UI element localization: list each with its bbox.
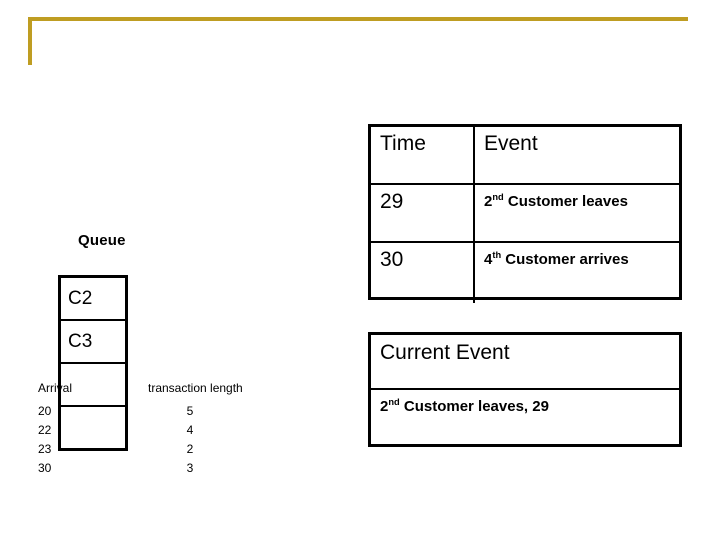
transaction-length-value: 5 <box>186 404 194 418</box>
arrival-value: 23 <box>38 442 52 456</box>
event-ordinal-suffix: th <box>492 250 502 260</box>
current-event-text: Customer leaves, 29 <box>399 398 549 415</box>
event-description-cell: 2nd Customer leaves <box>475 185 679 241</box>
table-row: 29 2nd Customer leaves <box>371 185 679 243</box>
event-table: Time Event 29 2nd Customer leaves 30 4th… <box>368 124 682 303</box>
event-ordinal-suffix: nd <box>492 192 504 202</box>
current-event-value: 2nd Customer leaves, 29 <box>371 390 679 416</box>
event-table-header-time: Time <box>371 127 475 183</box>
current-event-ordinal-suffix: nd <box>388 397 400 407</box>
queue-label: Queue <box>78 232 126 249</box>
event-time-cell: 29 <box>371 185 475 241</box>
event-table-header-event: Event <box>484 132 538 155</box>
current-event-title: Current Event <box>371 335 679 390</box>
transaction-length-column-header: transaction length <box>148 381 243 395</box>
transaction-length-value: 3 <box>186 461 194 475</box>
event-ordinal-number: 2 <box>484 193 493 210</box>
current-event-box: Current Event 2nd Customer leaves, 29 <box>368 332 682 447</box>
event-time-cell: 30 <box>371 243 475 303</box>
event-description-text: Customer arrives <box>501 251 629 268</box>
transaction-length-values-column: 5 4 2 3 <box>160 402 220 478</box>
arrival-values-column: 20 22 23 30 <box>38 402 72 478</box>
transaction-length-value: 2 <box>186 442 194 456</box>
queue-cell: C3 <box>61 321 125 364</box>
event-table-header-row: Time Event <box>371 127 679 185</box>
event-description-text: Customer leaves <box>503 193 628 210</box>
transaction-length-value: 4 <box>186 423 194 437</box>
queue-box: C2 C3 <box>58 275 128 451</box>
table-row: 30 4th Customer arrives <box>371 243 679 303</box>
gold-vertical-rule-icon <box>28 17 32 65</box>
event-description-cell: 4th Customer arrives <box>475 243 679 303</box>
arrival-value: 20 <box>38 404 52 418</box>
queue-cell: C2 <box>61 278 125 321</box>
current-event-ordinal-number: 2 <box>380 398 389 415</box>
arrival-value: 30 <box>38 461 52 475</box>
queue-cell <box>61 364 125 407</box>
arrival-value: 22 <box>38 423 52 437</box>
arrival-column-header: Arrival <box>38 381 73 395</box>
gold-horizontal-rule-icon <box>28 17 688 21</box>
event-ordinal-number: 4 <box>484 251 493 268</box>
